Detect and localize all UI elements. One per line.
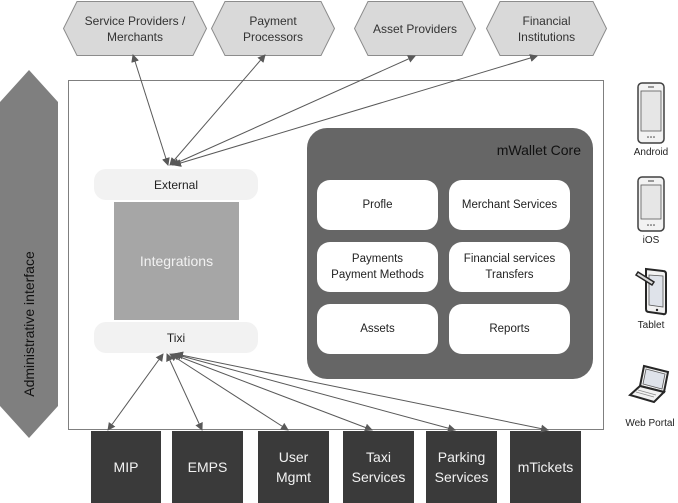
client-label: Tablet (637, 320, 665, 331)
system-emps: EMPS (172, 431, 243, 503)
admin-interface-arrow: Administrative interface (0, 70, 58, 438)
system-taxi-services: Taxi Services (343, 431, 414, 503)
system-parking-services: Parking Services (426, 431, 497, 503)
client-web-portal: Web Portal (618, 364, 678, 429)
module-assets: Assets (317, 304, 438, 354)
external-gateway: External (94, 169, 258, 200)
entity-service-providers: Service Providers / Merchants (63, 1, 207, 56)
client-label: iOS (642, 235, 660, 246)
smartphone-icon (637, 176, 665, 232)
client-android: Android (621, 82, 678, 158)
tixi-gateway: Tixi (94, 322, 258, 353)
entity-label: Service Providers / Merchants (84, 13, 186, 44)
entity-asset-providers: Asset Providers (354, 1, 476, 56)
module-payments: Payments Payment Methods (317, 242, 438, 292)
entity-financial-institutions: Financial Institutions (486, 1, 607, 56)
client-ios: iOS (621, 176, 678, 246)
hexagon-shape (486, 1, 607, 56)
module-reports: Reports (449, 304, 570, 354)
system-mip: MIP (91, 431, 161, 503)
system-mtickets: mTickets (510, 431, 581, 503)
client-label: Web Portal (625, 418, 675, 429)
entity-label: Payment Processors (242, 13, 304, 44)
entity-label: Asset Providers (372, 21, 458, 36)
system-user-mgmt: User Mgmt (258, 431, 329, 503)
admin-interface-label: Administrative interface (21, 251, 37, 397)
mwallet-core: mWallet Core Profle Merchant Services Pa… (307, 128, 593, 379)
client-label: Android (633, 147, 669, 158)
smartphone-icon (637, 82, 665, 144)
client-tablet: Tablet (621, 265, 678, 331)
module-financial-services: Financial services Transfers (449, 242, 570, 292)
module-profile: Profle (317, 180, 438, 230)
double-arrow-shape (0, 70, 58, 438)
integrations-block: Integrations (114, 202, 239, 320)
tablet-icon (634, 267, 667, 316)
core-title: mWallet Core (496, 142, 581, 158)
laptop-icon (628, 364, 670, 404)
entity-label: Financial Institutions (517, 13, 576, 44)
entity-payment-processors: Payment Processors (211, 1, 335, 56)
module-merchant-services: Merchant Services (449, 180, 570, 230)
